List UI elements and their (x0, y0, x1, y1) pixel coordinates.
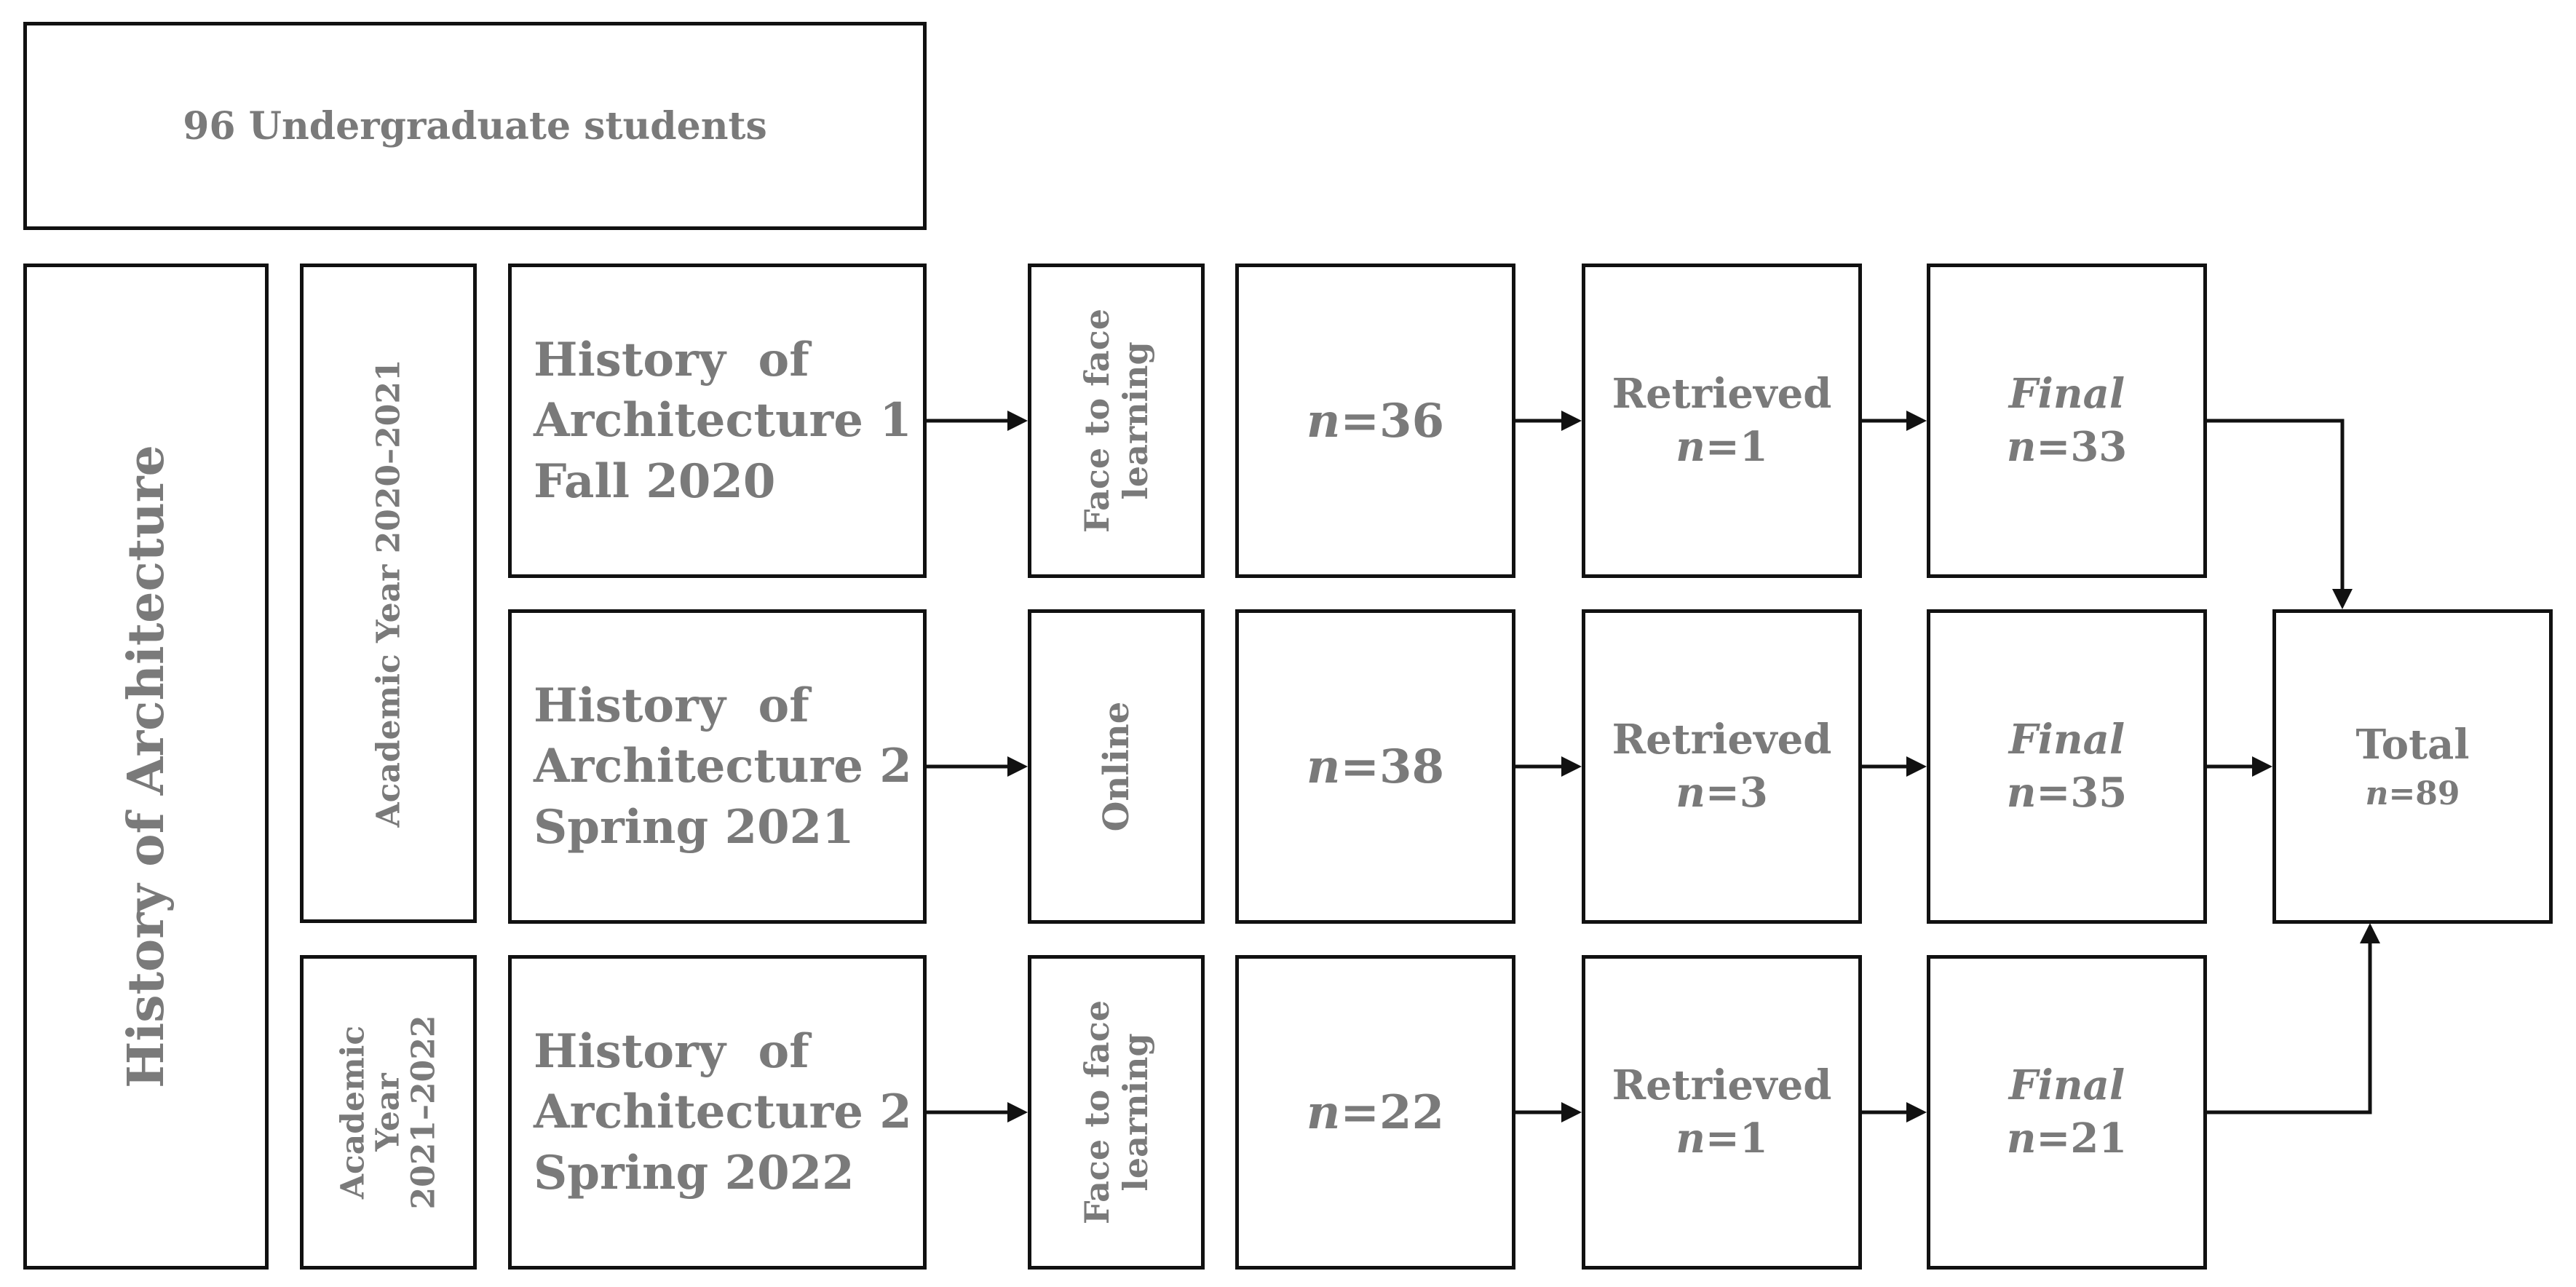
course-line: History of (534, 333, 809, 388)
final-box-1: Final n=33 (1927, 264, 2207, 578)
final-label: Final (2008, 1061, 2125, 1110)
academic-year-box-1: Academic Year 2020–2021 (300, 264, 477, 923)
retrieved-value: =3 (1705, 769, 1768, 817)
arrowhead (1906, 756, 1927, 777)
retrieved-value: =1 (1705, 423, 1768, 471)
n-symbol: n (1306, 739, 1341, 794)
enrolled-value: =38 (1340, 739, 1445, 794)
arrowhead (1906, 1102, 1927, 1122)
mode-box-1: Face to face learning (1028, 264, 1205, 578)
n-symbol: n (1306, 1085, 1341, 1140)
n-symbol: n (1676, 423, 1705, 471)
mode-box-3: Face to face learning (1028, 955, 1205, 1270)
final-label: Final (2008, 370, 2125, 419)
enrolled-count-1: n=36 (1307, 394, 1444, 448)
course-box-3: History of Architecture 2 Spring 2022 (508, 955, 927, 1270)
arrowhead (1906, 411, 1927, 431)
n-symbol: n (2006, 1114, 2037, 1163)
enrolled-box-3: n=22 (1235, 955, 1515, 1270)
final-count-1: n=33 (2007, 421, 2128, 474)
arrowhead (1561, 411, 1582, 431)
retrieved-value: =1 (1705, 1114, 1768, 1163)
final-value: =21 (2036, 1114, 2128, 1163)
enrolled-count-3: n=22 (1307, 1085, 1444, 1140)
arrowhead (2332, 589, 2353, 609)
course-box-2: History of Architecture 2 Spring 2021 (508, 609, 927, 924)
n-symbol: n (2006, 423, 2037, 471)
retrieved-count-2: n=3 (1676, 767, 1768, 820)
enrolled-box-1: n=36 (1235, 264, 1515, 578)
retrieved-box-1: Retrieved n=1 (1582, 264, 1862, 578)
arrowhead (1007, 411, 1028, 431)
n-symbol: n (1306, 393, 1341, 448)
arrowhead (2252, 756, 2272, 777)
course-line: History of (534, 678, 809, 734)
arrow-final-to-total-1 (2207, 419, 2345, 591)
final-count-3: n=21 (2007, 1112, 2128, 1165)
retrieved-label: Retrieved (1612, 716, 1832, 764)
final-box-3: Final n=21 (1927, 955, 2207, 1270)
retrieved-box-2: Retrieved n=3 (1582, 609, 1862, 924)
final-box-2: Final n=35 (1927, 609, 2207, 924)
course-line: History of (534, 1024, 809, 1080)
n-symbol: n (2365, 775, 2389, 813)
arrowhead (1561, 756, 1582, 777)
total-label: Total (2355, 720, 2470, 769)
retrieved-label: Retrieved (1612, 1061, 1832, 1110)
n-symbol: n (1676, 1114, 1705, 1163)
retrieved-count-1: n=1 (1676, 421, 1768, 474)
course-line: Fall 2020 (534, 454, 776, 509)
course-line: Architecture 1 (534, 393, 912, 448)
retrieved-label: Retrieved (1612, 370, 1832, 419)
total-count: n=89 (2365, 772, 2460, 815)
course-box-1: History of Architecture 1 Fall 2020 (508, 264, 927, 578)
total-box: Total n=89 (2272, 609, 2553, 924)
enrolled-box-2: n=38 (1235, 609, 1515, 924)
enrolled-count-2: n=38 (1307, 740, 1444, 794)
retrieved-box-3: Retrieved n=1 (1582, 955, 1862, 1270)
course-line: Spring 2021 (534, 799, 855, 855)
arrowhead (2360, 923, 2380, 943)
arrow-final-to-total-3 (2207, 941, 2372, 1114)
final-label: Final (2008, 716, 2125, 764)
course-line: Architecture 2 (534, 739, 912, 794)
total-value: =89 (2388, 775, 2460, 813)
enrolled-value: =22 (1340, 1085, 1445, 1140)
arrowhead (1007, 1102, 1028, 1122)
final-value: =35 (2036, 769, 2128, 817)
academic-year-box-2: Academic Year 2021–2022 (300, 955, 477, 1270)
n-symbol: n (2006, 769, 2037, 817)
course-line: Spring 2022 (534, 1145, 855, 1200)
arrowhead (1007, 756, 1028, 777)
mode-box-2: Online (1028, 609, 1205, 924)
n-symbol: n (1676, 769, 1705, 817)
header-box: 96 Undergraduate students (23, 22, 927, 230)
header-label: 96 Undergraduate students (183, 103, 767, 148)
sidebar-box: History of Architecture (23, 264, 269, 1270)
final-count-2: n=35 (2007, 767, 2128, 820)
retrieved-count-3: n=1 (1676, 1112, 1768, 1165)
enrolled-value: =36 (1340, 393, 1445, 448)
course-line: Architecture 2 (534, 1085, 912, 1140)
final-value: =33 (2036, 423, 2128, 471)
arrowhead (1561, 1102, 1582, 1122)
